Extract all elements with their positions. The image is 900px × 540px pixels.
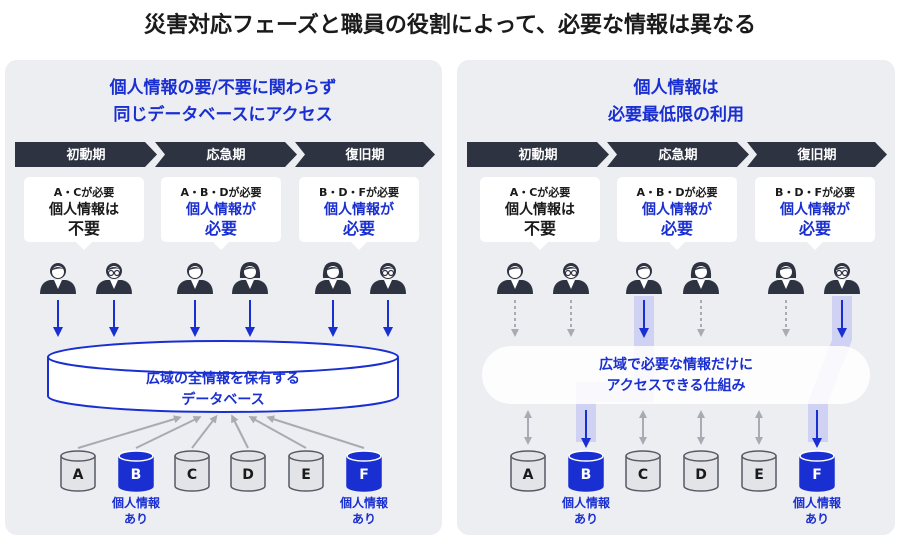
card-line-1: 個人情報が: [779, 201, 851, 218]
personal-note-line-2: あり: [574, 512, 598, 526]
left-sync-arrow: [266, 415, 365, 449]
right-db-e: E: [741, 450, 777, 492]
left-staff-icon: [96, 263, 132, 294]
left-phase-3: 復旧期: [295, 142, 435, 167]
right-phase-1: 初動期: [467, 142, 609, 167]
database-label: C: [638, 467, 648, 483]
right-middle-line-1: 広域で必要な情報だけに: [599, 356, 753, 373]
left-db-f: F: [346, 450, 382, 492]
right-staff-icon: [824, 263, 860, 294]
card-line-2: 必要: [204, 219, 237, 238]
personal-note-line-1: 個人情報: [339, 495, 389, 510]
left-phase-1: 初動期: [15, 142, 157, 167]
right-phase-3: 復旧期: [747, 142, 887, 167]
database-label: F: [812, 467, 822, 483]
card-needed: A・Cが必要: [510, 185, 571, 199]
left-db-d: D: [230, 450, 266, 492]
personal-note-line-2: あり: [352, 512, 376, 526]
card-line-2: 必要: [660, 219, 693, 238]
right-db-c: C: [625, 450, 661, 492]
left-db-e: E: [288, 450, 324, 492]
personal-note-line-1: 個人情報: [561, 495, 611, 510]
phase-label: 復旧期: [344, 147, 384, 163]
database-label: E: [754, 467, 764, 483]
right-db-b: B: [568, 450, 604, 492]
left-staff-icon: [232, 262, 268, 294]
right-heading-line-2: 必要最低限の利用: [607, 104, 744, 125]
personal-note-line-2: あり: [805, 512, 829, 526]
card-line-2: 不要: [68, 219, 100, 238]
card-line-2: 必要: [342, 219, 375, 238]
right-staff-icon: [768, 262, 804, 294]
left-staff-icon: [315, 262, 351, 294]
right-highlight-b: [576, 296, 654, 442]
left-db-c: C: [174, 450, 210, 492]
right-phase-2: 応急期: [607, 142, 749, 167]
left-sync-arrow: [135, 416, 202, 449]
phase-label: 初動期: [518, 147, 557, 163]
personal-note-line-2: あり: [124, 512, 148, 526]
card-line-2: 必要: [798, 219, 831, 238]
database-label: A: [73, 467, 84, 483]
card-needed: A・B・Dが必要: [180, 185, 261, 199]
left-heading-line-1: 個人情報の要/不要に関わらず: [109, 77, 337, 98]
page-title: 災害対応フェーズと職員の役割によって、必要な情報は異なる: [144, 12, 756, 38]
database-label: C: [187, 467, 197, 483]
left-database-line-1: 広域の全情報を保有する: [146, 370, 300, 387]
database-label: B: [131, 467, 142, 483]
left-staff-icon: [40, 263, 76, 294]
card-line-1: 個人情報が: [185, 201, 257, 218]
database-label: E: [301, 467, 311, 483]
left-db-a: A: [60, 450, 96, 492]
card-line-1: 個人情報は: [48, 201, 119, 218]
database-label: A: [523, 467, 534, 483]
left-database-line-2: データベース: [181, 391, 264, 408]
left-sync-arrow: [191, 414, 218, 449]
database-label: B: [581, 467, 592, 483]
card-needed: A・Cが必要: [54, 185, 115, 199]
right-db-a: A: [510, 450, 546, 492]
left-sync-arrow: [77, 415, 182, 449]
right-db-d: D: [683, 450, 719, 492]
left-heading-line-2: 同じデータベースにアクセス: [113, 104, 332, 125]
card-needed: B・D・Fが必要: [319, 185, 399, 199]
right-access-layer: 広域で必要な情報だけに アクセスできる仕組み: [482, 346, 870, 404]
left-phase-2: 応急期: [155, 142, 297, 167]
phase-label: 復旧期: [796, 147, 836, 163]
left-sync-arrow: [231, 414, 249, 449]
left-database: 広域の全情報を保有する データベース: [47, 340, 399, 413]
phase-label: 応急期: [658, 147, 697, 163]
database-label: F: [359, 467, 369, 483]
phase-label: 応急期: [206, 147, 245, 163]
right-staff-icon: [497, 263, 533, 294]
personal-note-line-1: 個人情報: [792, 495, 842, 510]
database-label: D: [242, 467, 254, 483]
right-staff-icon: [553, 263, 589, 294]
right-db-f: F: [799, 450, 835, 492]
phase-label: 初動期: [66, 147, 105, 163]
right-staff-icon: [683, 262, 719, 294]
card-needed: A・B・Dが必要: [636, 185, 717, 199]
left-staff-icon: [177, 263, 213, 294]
left-staff-icon: [370, 263, 406, 294]
card-line-1: 個人情報が: [641, 201, 713, 218]
right-staff-icon: [626, 263, 662, 294]
card-line-2: 不要: [524, 219, 556, 238]
card-line-1: 個人情報は: [504, 201, 575, 218]
card-line-1: 個人情報が: [323, 201, 395, 218]
right-heading-line-1: 個人情報は: [633, 77, 719, 98]
left-sync-arrow: [248, 416, 307, 449]
card-needed: B・D・Fが必要: [775, 185, 855, 199]
database-label: D: [695, 467, 707, 483]
personal-note-line-1: 個人情報: [111, 495, 161, 510]
right-middle-line-2: アクセスできる仕組み: [606, 377, 745, 394]
left-db-b: B: [118, 450, 154, 492]
